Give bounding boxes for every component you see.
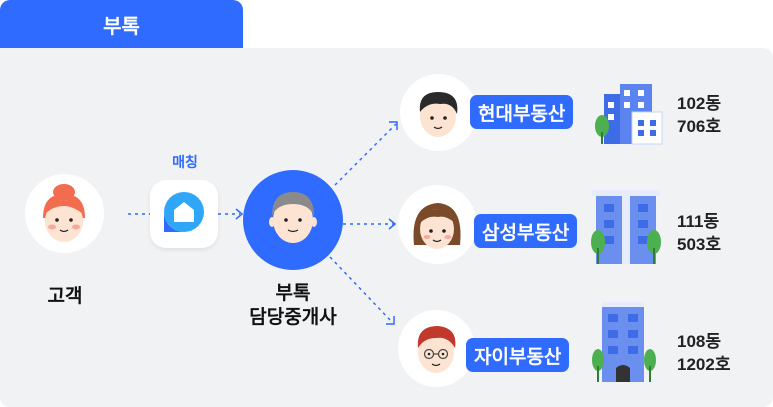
arrow-xi [386, 316, 395, 325]
agent-avatar [243, 170, 343, 270]
agency-badge-hyundai[interactable]: 현대부동산 [470, 95, 574, 129]
woman-longhair-face-icon [413, 203, 461, 249]
man-face-icon [419, 92, 458, 137]
building-icon-2 [591, 190, 661, 264]
home-pin-icon [164, 192, 204, 232]
building-icon-3 [592, 302, 656, 382]
agent-face-icon [269, 192, 317, 243]
unit-label-3: 108동 1202호 [677, 332, 731, 374]
man-glasses-face-icon [417, 326, 456, 373]
hyundai-agent-avatar [400, 74, 477, 151]
xi-agent-avatar [398, 310, 475, 387]
arrow-samsung [388, 218, 397, 230]
connector-agent-hyundai [334, 123, 397, 186]
agency-badge-samsung[interactable]: 삼성부동산 [474, 214, 578, 248]
tab-label: 부톡 [103, 15, 140, 38]
agency-badge-xi[interactable]: 자이부동산 [466, 338, 570, 372]
unit-label-2: 111동 503호 [677, 212, 722, 254]
agency-name: 현대부동산 [478, 103, 566, 125]
match-app-icon[interactable] [150, 180, 218, 248]
agency-name: 자이부동산 [474, 346, 562, 368]
samsung-agent-avatar [398, 185, 477, 264]
arrow-hyundai [389, 121, 398, 130]
agent-label: 부톡 담당중개사 [249, 283, 337, 328]
agency-name: 삼성부동산 [482, 222, 570, 244]
building-icon-1 [595, 84, 663, 145]
match-label: 매칭 [172, 154, 198, 170]
connector-agent-xi [329, 256, 393, 323]
woman-face-icon [43, 184, 85, 242]
customer-label: 고객 [47, 286, 83, 307]
unit-label-1: 102동 706호 [677, 94, 722, 136]
tab-butok[interactable]: 부톡 [0, 0, 243, 48]
arrow-agent [235, 208, 244, 220]
customer-avatar [25, 174, 104, 253]
